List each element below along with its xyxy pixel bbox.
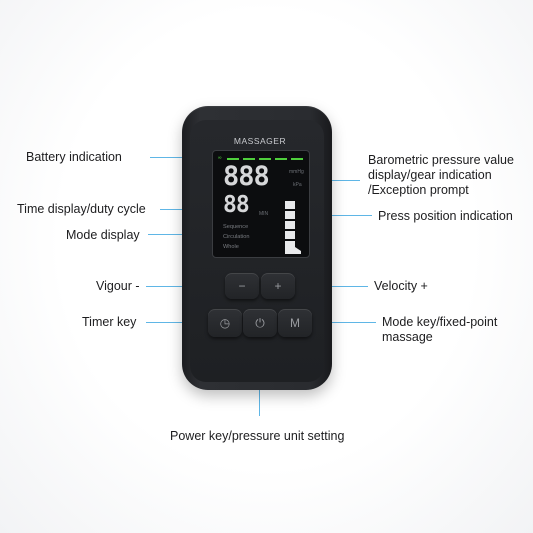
label-mode-key-line2: massage bbox=[382, 330, 433, 344]
mode-whole: Whole bbox=[223, 244, 239, 250]
device-brand-label: MASSAGER bbox=[233, 136, 287, 146]
label-vigour: Vigour - bbox=[96, 279, 140, 293]
unit-mmhg: mmHg bbox=[289, 169, 304, 175]
vigour-minus-button[interactable]: − bbox=[225, 273, 259, 299]
pressure-readout: 888 bbox=[223, 161, 270, 192]
unit-kpa: kPa bbox=[293, 182, 302, 188]
velocity-plus-button[interactable]: + bbox=[261, 273, 295, 299]
time-readout: 88 bbox=[223, 192, 250, 218]
leader-press-position bbox=[306, 215, 372, 216]
label-barometric-line3: /Exception prompt bbox=[368, 183, 469, 197]
lcd-screen: ∞ 888 mmHg kPa 88 MIN Sequence Circulati… bbox=[212, 150, 310, 258]
label-time-display: Time display/duty cycle bbox=[17, 202, 146, 216]
label-power-key: Power key/pressure unit setting bbox=[170, 429, 345, 443]
battery-icon: ∞ bbox=[218, 155, 222, 161]
label-press-position: Press position indication bbox=[378, 209, 513, 223]
label-mode-key-line1: Mode key/fixed-point bbox=[382, 315, 498, 329]
label-battery-indication: Battery indication bbox=[26, 150, 122, 164]
label-velocity: Velocity + bbox=[374, 279, 428, 293]
leg-position-icon bbox=[285, 201, 301, 254]
unit-min: MIN bbox=[259, 211, 269, 217]
mode-button[interactable]: M bbox=[278, 309, 312, 337]
battery-bars bbox=[227, 158, 303, 161]
mode-sequence: Sequence bbox=[223, 224, 249, 230]
power-button[interactable]: ⏻ bbox=[243, 309, 277, 337]
label-barometric-line1: Barometric pressure value bbox=[368, 153, 514, 167]
label-barometric-line2: display/gear indication bbox=[368, 168, 492, 182]
leader-timer bbox=[146, 322, 210, 323]
leader-mode-key bbox=[306, 322, 376, 323]
timer-button[interactable]: ◷ bbox=[208, 309, 242, 337]
label-timer-key: Timer key bbox=[82, 315, 137, 329]
label-mode-display: Mode display bbox=[66, 228, 140, 242]
mode-circulation: Circulation bbox=[223, 234, 250, 240]
